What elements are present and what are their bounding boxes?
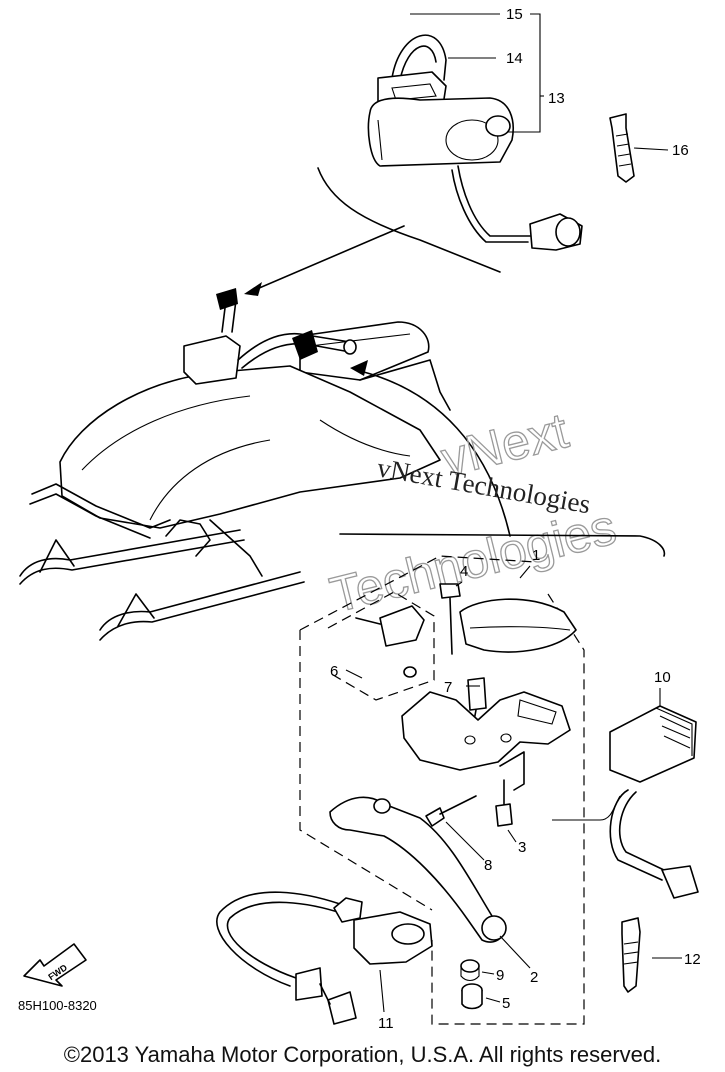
part-label-2: 2 xyxy=(530,969,538,986)
cable-tie-16 xyxy=(609,113,669,183)
throttle-housing-assembly xyxy=(244,13,583,296)
part-label-9: 9 xyxy=(496,967,504,984)
part-label-5: 5 xyxy=(502,995,510,1012)
part-label-4: 4 xyxy=(460,563,468,580)
part-label-15: 15 xyxy=(506,6,523,23)
part-label-8: 8 xyxy=(484,857,492,874)
part-label-13: 13 xyxy=(548,90,565,107)
drawing-code: 85H100-8320 xyxy=(18,998,97,1013)
brake-lever-assembly xyxy=(216,533,699,1025)
part-label-16: 16 xyxy=(672,142,689,159)
part-label-14: 14 xyxy=(506,50,523,67)
fwd-arrow-icon: FWD xyxy=(23,943,87,987)
part-label-6: 6 xyxy=(330,663,338,680)
part-label-1: 1 xyxy=(532,547,540,564)
part-label-7: 7 xyxy=(444,679,452,696)
part-label-3: 3 xyxy=(518,839,526,856)
copyright-notice: ©2013 Yamaha Motor Corporation, U.S.A. A… xyxy=(63,1042,662,1067)
snowmobile-illustration xyxy=(19,288,511,641)
part-label-12: 12 xyxy=(684,951,701,968)
part-label-10: 10 xyxy=(654,669,671,686)
part-label-11: 11 xyxy=(378,1015,394,1032)
